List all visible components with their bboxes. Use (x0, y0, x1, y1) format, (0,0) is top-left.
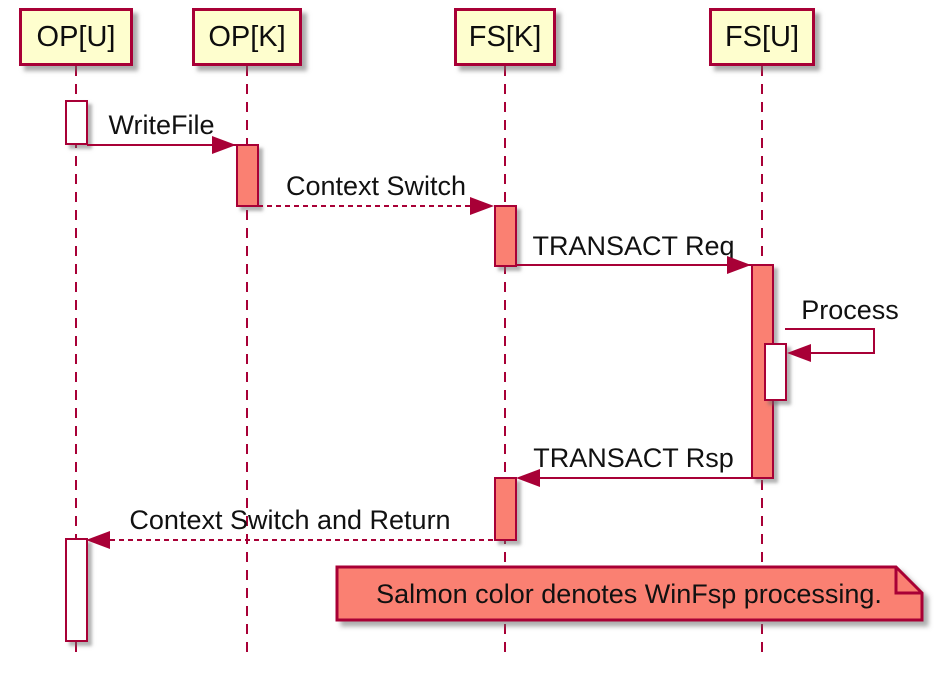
message-context-switch-return-label: Context Switch and Return (129, 505, 451, 535)
message-context-switch-return-arrowhead-icon (86, 531, 110, 549)
activation-op-u-2 (65, 538, 88, 642)
note-body (335, 565, 924, 622)
participant-op-u: OP[U] (19, 8, 133, 66)
activation-fs-k-1 (494, 205, 517, 267)
message-transact-rsp-label: TRANSACT Rsp (533, 443, 734, 473)
lifeline-op-u (75, 66, 77, 652)
note-text: Salmon color denotes WinFsp processing. (376, 579, 882, 609)
message-context-switch-return-line (110, 539, 494, 541)
message-process-label: Process (801, 295, 899, 325)
lifeline-fs-k (504, 66, 506, 652)
note: Salmon color denotes WinFsp processing. (335, 565, 924, 622)
message-context-switch-line (258, 205, 470, 207)
participant-fs-k: FS[K] (454, 8, 556, 66)
message-process-line-bottom (811, 352, 875, 354)
message-process-line-right (873, 328, 875, 354)
message-transact-req-arrowhead-icon (727, 256, 751, 274)
participant-op-u-label: OP[U] (36, 20, 116, 53)
activation-fs-k-2 (494, 477, 517, 541)
message-writefile-line (87, 144, 236, 146)
message-transact-req-label: TRANSACT Req (532, 231, 735, 261)
message-transact-rsp-line (540, 477, 751, 479)
message-process-line-top (785, 328, 875, 330)
message-context-switch-label: Context Switch (285, 171, 467, 201)
activation-op-u-1 (65, 100, 88, 145)
participant-op-k: OP[K] (192, 8, 302, 66)
message-transact-rsp-arrowhead-icon (516, 469, 540, 487)
message-writefile-label: WriteFile (108, 110, 215, 140)
message-process-arrowhead-icon (787, 344, 811, 362)
note-fold-icon (894, 567, 922, 595)
participant-op-k-label: OP[K] (208, 20, 286, 53)
participant-fs-u: FS[U] (709, 8, 815, 66)
message-context-switch-arrowhead-icon (470, 197, 494, 215)
participant-fs-k-label: FS[K] (468, 20, 542, 53)
participant-fs-u-label: FS[U] (724, 20, 800, 53)
message-transact-req-line (516, 264, 751, 266)
activation-fs-u-process (764, 343, 787, 401)
message-writefile-arrowhead-icon (212, 136, 236, 154)
activation-op-k (236, 144, 259, 207)
lifeline-op-k (246, 66, 248, 652)
